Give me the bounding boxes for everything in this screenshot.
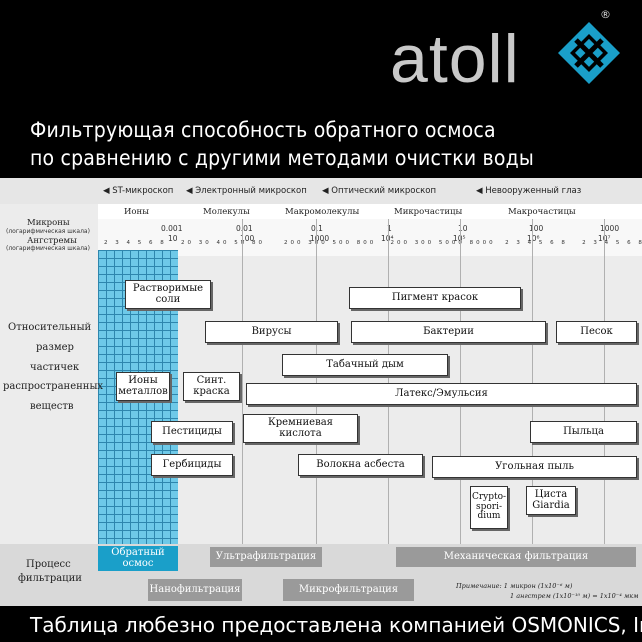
microns-sub: (логарифмическая шкала) [6, 228, 90, 235]
gridline [604, 219, 605, 544]
substance-synthetic-dye: Синт. краска [183, 372, 240, 401]
footer-credit: Таблица любезно предоставлена компанией … [30, 613, 642, 637]
scope-optical-label: Оптический микроскоп [331, 186, 437, 196]
angstrom-label: Ангстремы [27, 236, 77, 246]
substance-asbestos: Волокна асбеста [298, 454, 423, 476]
header: atoll ® Фильтрующая способность обратног… [0, 0, 642, 178]
left-label-1: Относительный [8, 322, 92, 333]
process-reverse-osmosis: Обратный осмос [98, 546, 178, 571]
title-line-1: Фильтрующая способность обратного осмоса [30, 118, 496, 142]
substance-latex-emulsion: Латекс/Эмульсия [246, 383, 637, 405]
gridline [316, 219, 317, 544]
note-line-1: Примечание: 1 микрон (1x10⁻⁶ м) [456, 582, 573, 590]
scope-st-label: ST-микроскоп [112, 186, 174, 196]
gridline [460, 219, 461, 544]
angstrom-tick-1000: 1000 [310, 234, 330, 243]
substance-pollen: Пыльца [530, 421, 637, 443]
angstrom-tick-1e4: 10⁴ [381, 234, 394, 243]
category-molecules: Молекулы [203, 207, 250, 217]
micron-tick-0.01: 0.01 [236, 224, 253, 233]
logo-wordmark: atoll [390, 21, 520, 97]
gridline [242, 219, 243, 544]
category-band [98, 204, 642, 219]
angstrom-tick-1e5: 10⁵ [453, 234, 466, 243]
category-macroparticles: Макрочастицы [508, 207, 576, 217]
footer: Таблица любезно предоставлена компанией … [0, 606, 642, 642]
title-line-2: по сравнению с другими методами очистки … [30, 146, 535, 170]
note-line-2: 1 ангстрем (1x10⁻¹⁰ м) = 1x10⁻⁴ мкм [510, 592, 639, 600]
category-ions: Ионы [124, 207, 149, 217]
substance-metal-ions: Ионы металлов [116, 372, 170, 401]
substance-coal-dust: Угольная пыль [432, 456, 637, 478]
substance-sand: Песок [556, 321, 637, 343]
micron-tick-1000: 1000 [600, 224, 620, 233]
scope-electron-label: Электронный микроскоп [195, 186, 307, 196]
process-label-2: фильтрации [18, 573, 82, 584]
substance-bacteria: Бактерии [351, 321, 546, 343]
substance-soluble-salts: Растворимые соли [125, 280, 211, 309]
angstrom-sub: (логарифмическая шкала) [6, 245, 90, 252]
substance-giardia: Циста Giardia [526, 486, 576, 515]
scope-band [0, 178, 642, 204]
gridline [388, 219, 389, 544]
angstrom-tick-1e6: 10⁶ [527, 234, 540, 243]
scope-optical: ◀ Оптический микроскоп [322, 186, 437, 196]
scope-eye-label: Невооруженный глаз [485, 186, 582, 196]
process-ultrafiltration: Ультрафильтрация [210, 547, 322, 567]
micron-tick-0.001: 0.001 [161, 224, 183, 233]
left-label-2: размер [36, 342, 74, 353]
microns-label: Микроны [27, 218, 70, 228]
left-label-4: распространенных [3, 381, 104, 392]
process-nanofiltration: Нанофильтрация [148, 579, 242, 601]
gridline [532, 219, 533, 544]
substance-pesticides: Пестициды [151, 421, 233, 443]
atoll-logo-icon [558, 22, 620, 84]
process-label-1: Процесс [26, 559, 71, 570]
substance-paint-pigment: Пигмент красок [349, 287, 521, 309]
scope-electron: ◀ Электронный микроскоп [186, 186, 307, 196]
scale-band [98, 219, 642, 256]
chart-area: ◀ ST-микроскоп ◀ Электронный микроскоп ◀… [0, 178, 642, 606]
process-microfiltration: Микрофильтрация [283, 579, 414, 601]
left-label-5: веществ [30, 401, 74, 412]
category-microparticles: Микрочастицы [394, 207, 463, 217]
registered-mark: ® [600, 8, 611, 21]
micron-tick-10: 10 [458, 224, 468, 233]
angstrom-tick-100: 100 [240, 234, 255, 243]
micron-tick-100: 100 [529, 224, 544, 233]
category-macromolecules: Макромолекулы [285, 207, 360, 217]
process-mechanical-filtration: Механическая фильтрация [396, 547, 636, 567]
substance-silicic-acid: Кремниевая кислота [243, 414, 358, 443]
angstrom-tick-10: 10 [168, 234, 178, 243]
substance-tobacco-smoke: Табачный дым [282, 354, 448, 376]
substance-viruses: Вирусы [205, 321, 338, 343]
substance-cryptosporidium: Crypto- spori- dium [470, 486, 508, 529]
scope-eye: ◀ Невооруженный глаз [476, 186, 582, 196]
scope-st: ◀ ST-микроскоп [103, 186, 174, 196]
micron-tick-1: 1 [387, 224, 392, 233]
minor-ticks-row: 2 3 4 5 6 8 20 30 40 50 80 200 300 500 8… [104, 240, 642, 246]
substance-herbicides: Гербициды [151, 454, 233, 476]
left-label-3: частичек [30, 362, 80, 373]
